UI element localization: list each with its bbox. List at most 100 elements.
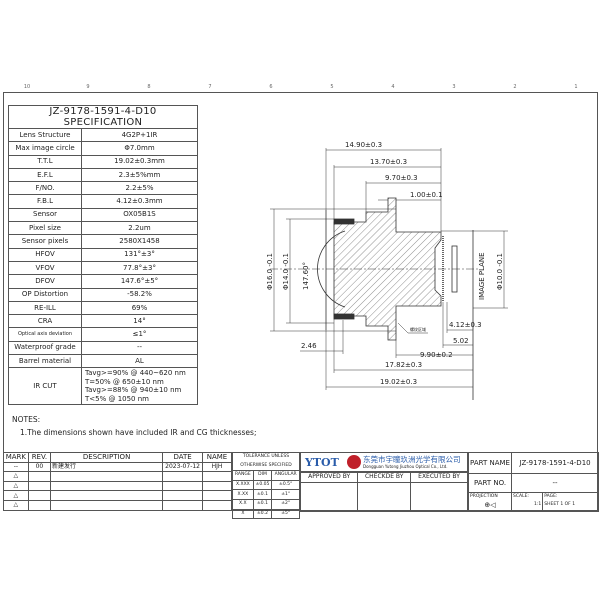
tolerance-cell: X.XXX — [232, 479, 254, 491]
note-item: 1.The dimensions shown have included IR … — [20, 428, 257, 437]
part-name-label: PART NAME — [468, 452, 512, 474]
revision-row: △ — [3, 471, 233, 482]
tolerance-cell: X.XX — [232, 489, 254, 500]
approved-by-label: APPROVED BY — [299, 472, 359, 483]
revision-row: △ — [3, 499, 233, 511]
tolerance-row: X.X±0.1±2° — [232, 498, 300, 510]
company-name-en: Dongguan Yutong Jiuzhou Optical Co., Ltd… — [363, 464, 448, 469]
revision-header: MARK — [3, 452, 29, 463]
revision-cell — [201, 471, 233, 482]
dim-dia-16: Φ16.0 -0.1 — [266, 253, 274, 290]
zone-number: 6 — [269, 84, 273, 90]
tolerance-cell: ±0.2 — [252, 508, 273, 520]
checked-by-label: CHECKDE BY — [357, 472, 412, 483]
tolerance-title: OTHERWISE SPECIFIED — [232, 461, 300, 472]
revision-cell: △ — [3, 480, 29, 492]
page-value: SHEET 1 OF 1 — [544, 502, 576, 507]
zone-number: 2 — [513, 84, 517, 90]
dim-14-90: 14.90±0.3 — [345, 141, 382, 149]
revision-header: REV. — [27, 452, 52, 463]
revision-cell: △ — [3, 490, 29, 501]
company-logo: YTOT — [305, 456, 339, 469]
ir-line: Tavg>=88% @ 940±10 nm — [85, 386, 182, 395]
dim-13-70: 13.70±0.3 — [370, 158, 407, 166]
revision-row: △ — [3, 490, 233, 501]
projection-label: PROJECTION — [470, 494, 498, 499]
tolerance-cell: ±2° — [271, 498, 300, 510]
dim-5-02: 5.02 — [453, 337, 469, 345]
revision-cell: 新建发行 — [50, 461, 164, 473]
zone-number: 4 — [391, 84, 395, 90]
notes-title: NOTES: — [12, 415, 41, 424]
zone-number: 5 — [330, 84, 334, 90]
tolerance-row: X.XXX±0.05±0.5° — [232, 479, 300, 491]
ir-cut-label: IR CUT — [8, 367, 82, 406]
tolerance-cell: X.X — [232, 498, 254, 510]
spec-row: Optical axis deviation≤1° — [8, 327, 198, 342]
dim-1-00: 1.00±0.1 — [410, 191, 443, 199]
part-name: JZ-9178-1591-4-D10 — [511, 452, 599, 474]
dim-19-02: 19.02±0.3 — [380, 378, 417, 386]
revision-cell: △ — [3, 499, 29, 511]
revision-cell: HJH — [201, 461, 233, 473]
scale-value: 1:1 — [533, 502, 542, 507]
tolerance-title: TOLERANCE UNLESS — [232, 451, 300, 462]
zone-number: 10 — [23, 84, 31, 90]
tolerance-cell: X — [232, 508, 254, 520]
revision-header: DATE — [162, 452, 203, 463]
part-no-label: PART NO. — [468, 473, 512, 493]
zone-number: 8 — [147, 84, 151, 90]
thread-callout: 螺纹区域 — [410, 326, 426, 332]
spec-value: AL — [81, 354, 198, 369]
executed-by-label: EXECUTED BY — [410, 472, 468, 483]
ir-line: T=50% @ 650±10 nm — [85, 377, 164, 386]
revision-cell — [27, 480, 52, 492]
revision-cell — [27, 499, 52, 511]
tolerance-cell: ±0.1 — [252, 498, 273, 510]
revision-cell: -- — [3, 461, 29, 473]
zone-number: 1 — [574, 84, 578, 90]
tolerance-cell: ±0.5° — [271, 479, 300, 491]
dim-4-12: 4.12±0.3 — [449, 321, 482, 329]
revision-row: △ — [3, 480, 233, 492]
ir-line: Tavg>=90% @ 440~620 nm — [85, 369, 186, 378]
revision-cell — [162, 490, 203, 501]
tolerance-cell: ±0.05 — [252, 479, 273, 491]
dim-2-46: 2.46 — [301, 342, 317, 350]
tolerance-header: RANGE — [232, 470, 254, 481]
projection-symbol-icon: ⊕◁ — [484, 501, 496, 509]
zone-number: 3 — [452, 84, 456, 90]
spec-row: F/NO.2.2±5% — [8, 181, 198, 196]
dim-17-82: 17.82±0.3 — [385, 361, 422, 369]
tolerance-header: ANGULAR — [271, 470, 300, 481]
zone-number: 7 — [208, 84, 212, 90]
dim-fov-angle: 147.60° — [302, 262, 310, 290]
revision-cell — [50, 480, 164, 492]
specification-table: JZ-9178-1591-4-D10 SPECIFICATION Lens St… — [8, 105, 198, 406]
page-label: PAGE: — [544, 494, 558, 499]
revision-cell — [27, 471, 52, 482]
revision-cell — [27, 490, 52, 501]
revision-cell — [201, 480, 233, 492]
revision-cell — [50, 471, 164, 482]
revision-header: NAME — [201, 452, 233, 463]
ir-cut-values: Tavg>=90% @ 440~620 nm T=50% @ 650±10 nm… — [81, 367, 198, 406]
ir-line: T<5% @ 1050 nm — [85, 394, 149, 403]
tolerance-row: X.XX±0.1±1° — [232, 489, 300, 500]
scale-label: SCALE: — [513, 494, 529, 499]
zone-number: 9 — [86, 84, 90, 90]
company-name-cn: 东莞市宇瞳玖洲光学有限公司 — [363, 455, 461, 464]
revision-cell — [162, 499, 203, 511]
